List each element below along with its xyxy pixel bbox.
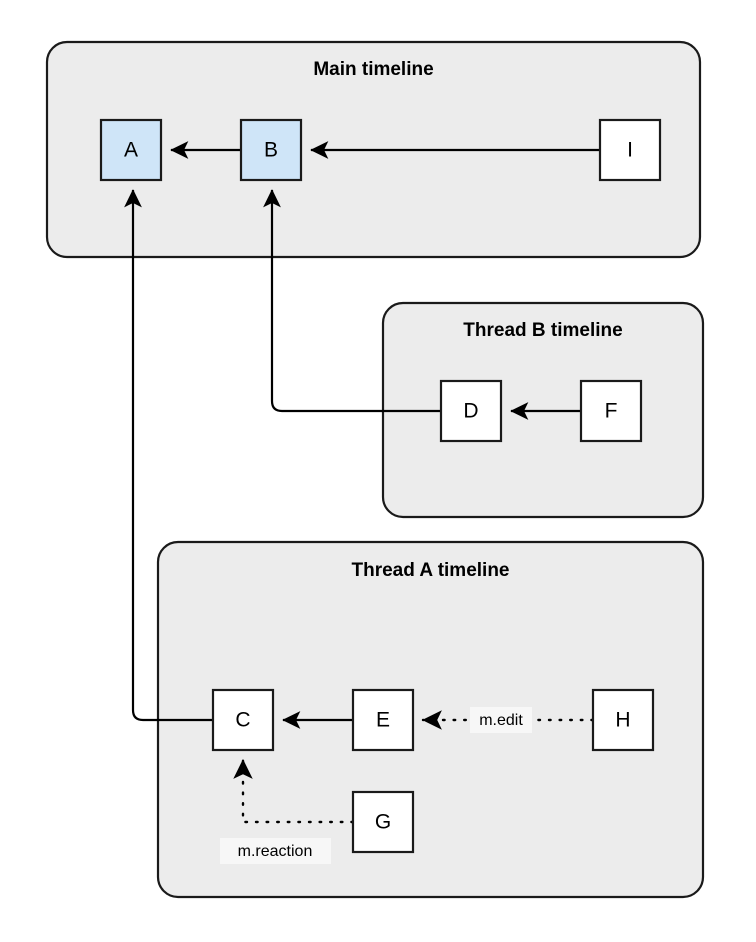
edge-G-to-C-label-backdrop [220,838,331,864]
edge-H-to-E-label: m.edit [479,712,523,729]
container-thread-b-timeline-title: Thread B timeline [463,320,622,341]
node-G-label: G [375,811,391,834]
node-I-label: I [627,139,633,162]
node-B-label: B [264,139,278,162]
node-G[interactable]: G [351,790,415,854]
node-D[interactable]: D [439,379,503,443]
node-F[interactable]: F [579,379,643,443]
edge-D-to-B-line [263,189,441,413]
node-I[interactable]: I [598,118,662,182]
edge-C-to-A-line [124,189,213,722]
node-H[interactable]: H [591,688,655,752]
edge-G-to-C-label: m.reaction [238,843,313,860]
node-A[interactable]: A [99,118,163,182]
node-C-box [211,688,275,752]
node-C[interactable]: C [211,688,275,752]
node-E-label: E [376,709,390,732]
node-B-box [239,118,303,182]
edge-G-to-C[interactable]: m.reaction [220,758,355,864]
node-A-label: A [124,139,138,162]
edge-D-to-B[interactable] [263,189,441,413]
container-thread-a-timeline-title: Thread A timeline [351,560,509,581]
node-F-box [579,379,643,443]
node-H-box [591,688,655,752]
node-F-label: F [605,400,618,423]
node-B[interactable]: B [239,118,303,182]
node-C-label: C [235,709,250,732]
node-H-label: H [615,709,630,732]
node-D-box [439,379,503,443]
edge-H-to-E[interactable]: m.edit [421,707,595,733]
edge-C-to-A[interactable] [124,189,213,722]
node-D-label: D [463,400,478,423]
node-E-box [351,688,415,752]
node-E[interactable]: E [351,688,415,752]
edge-H-to-E-label-backdrop [470,707,532,733]
node-I-box [598,118,662,182]
node-A-box [99,118,163,182]
container-main-timeline-title: Main timeline [313,59,433,80]
node-G-box [351,790,415,854]
